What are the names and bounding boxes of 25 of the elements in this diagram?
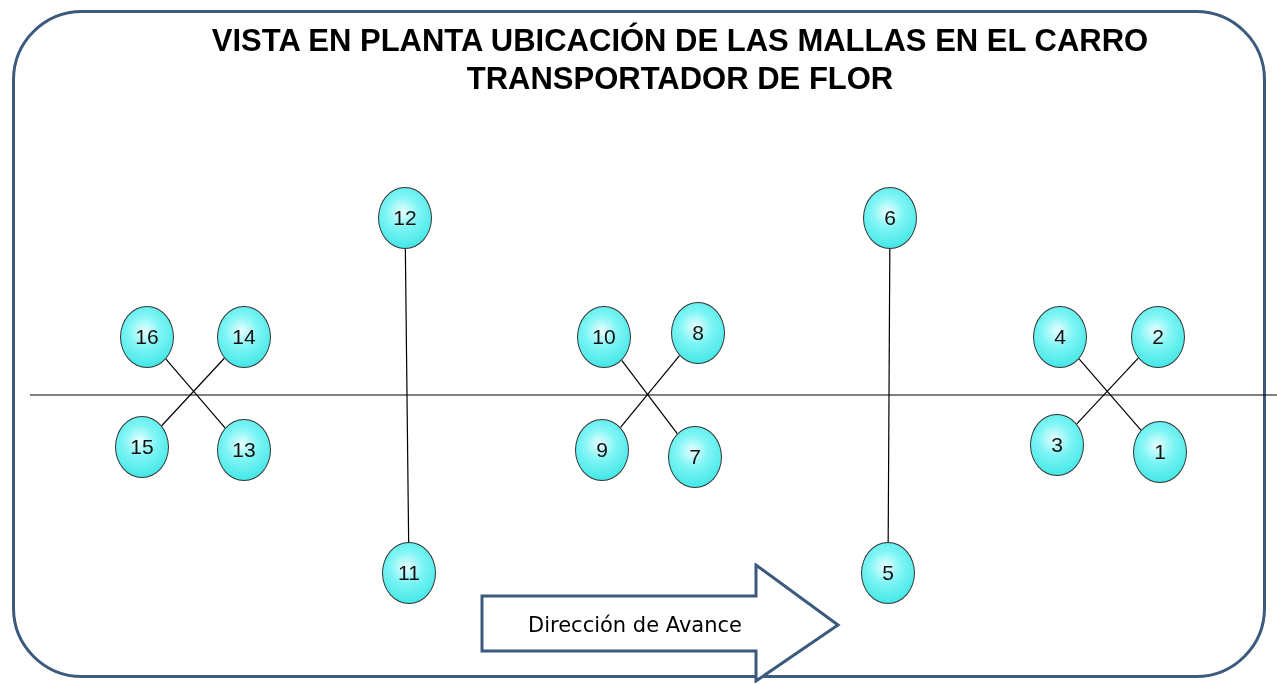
numbered-circle: 13 [217, 419, 271, 481]
numbered-circle: 14 [217, 306, 271, 368]
connector-line [404, 248, 410, 543]
connector-line [887, 248, 891, 543]
numbered-circle: 5 [861, 542, 915, 604]
numbered-circle: 12 [378, 187, 432, 249]
numbered-circle: 6 [863, 187, 917, 249]
direction-block-arrow [480, 563, 842, 683]
numbered-circle: 2 [1131, 306, 1185, 368]
numbered-circle: 3 [1030, 414, 1084, 476]
connector-line [621, 359, 678, 435]
connector-line [1078, 358, 1142, 431]
connector-line [619, 354, 681, 429]
numbered-circle: 15 [115, 416, 169, 478]
connector-line [1076, 357, 1139, 425]
numbered-circle: 8 [671, 302, 725, 364]
numbered-circle: 9 [575, 419, 629, 481]
numbered-circle: 10 [577, 306, 631, 368]
numbered-circle: 16 [120, 306, 174, 368]
numbered-circle: 7 [668, 426, 722, 488]
numbered-circle: 4 [1033, 306, 1087, 368]
title: VISTA EN PLANTA UBICACIÓN DE LAS MALLAS EN EL CARRO TRANSPORTADOR DE FLOR [210, 22, 1150, 98]
arrow-label: Dirección de Avance [528, 613, 742, 637]
numbered-circle: 11 [382, 542, 436, 604]
numbered-circle: 1 [1133, 421, 1187, 483]
